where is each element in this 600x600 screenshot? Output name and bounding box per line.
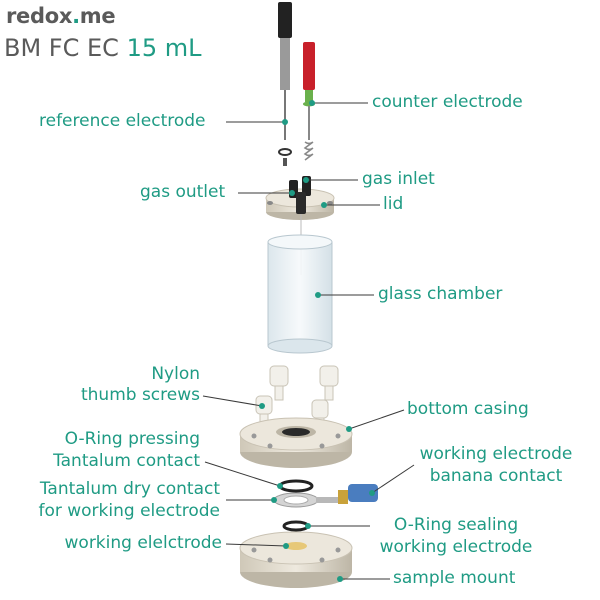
label-oring-seal-line2: working electrode xyxy=(379,537,533,557)
brand-logo: redox.me xyxy=(6,4,116,28)
leader-bottom-casing xyxy=(348,409,405,430)
page-title: BM FC EC 15 mL xyxy=(4,36,201,60)
dot-sample-mount xyxy=(337,576,343,582)
dot-gas-inlet xyxy=(303,177,309,183)
glass-chamber-part xyxy=(267,234,333,354)
label-bottom-casing: bottom casing xyxy=(407,399,529,419)
dot-reference xyxy=(282,119,288,125)
title-volume: 15 mL xyxy=(126,34,202,62)
brand-dot: . xyxy=(72,4,80,28)
label-gas-inlet: gas inlet xyxy=(362,169,435,189)
dot-lid xyxy=(321,202,327,208)
dot-banana xyxy=(369,490,375,496)
sample-mount-part xyxy=(239,520,353,588)
dot-oring-press xyxy=(277,483,283,489)
label-nylon-line1: Nylon xyxy=(151,364,200,384)
label-we-banana-line2: banana contact xyxy=(429,466,563,486)
label-oring-seal-line1: O-Ring sealing xyxy=(393,515,519,535)
label-we-banana-line1: working electrode xyxy=(419,444,573,464)
reference-electrode-part xyxy=(278,2,292,166)
label-nylon-line2: thumb screws xyxy=(80,385,200,405)
label-oring-press-line2: Tantalum contact xyxy=(53,451,200,471)
label-glass-chamber: glass chamber xyxy=(378,284,503,304)
dot-gas-outlet xyxy=(289,190,295,196)
title-main: BM FC EC xyxy=(4,34,119,62)
label-gas-outlet: gas outlet xyxy=(140,182,226,202)
label-oring-press-line1: O-Ring pressing xyxy=(64,429,200,449)
bottom-casing-part xyxy=(239,417,353,468)
label-counter-electrode: counter electrode xyxy=(372,92,523,112)
brand-suffix: me xyxy=(79,4,116,28)
dot-nylon xyxy=(259,403,265,409)
label-reference-electrode: reference electrode xyxy=(39,111,206,131)
dot-glass xyxy=(315,292,321,298)
dot-ta-dry xyxy=(271,497,277,503)
thumb-screws-part xyxy=(255,365,339,427)
brand-prefix: redox xyxy=(6,4,73,28)
label-working-electrode: working elelctrode xyxy=(64,533,222,553)
tantalum-contact-part xyxy=(273,479,378,508)
dot-counter xyxy=(309,100,315,106)
dot-bottom-casing xyxy=(346,426,352,432)
dot-oring-seal xyxy=(305,523,311,529)
leader-nylon xyxy=(202,395,263,407)
leader-lines xyxy=(202,102,415,580)
leader-dots xyxy=(259,100,375,582)
dot-working xyxy=(283,543,289,549)
label-lid: lid xyxy=(383,194,404,214)
leader-oring-press xyxy=(204,461,281,487)
leader-banana xyxy=(371,464,415,494)
label-sample-mount: sample mount xyxy=(393,568,516,588)
counter-electrode-part xyxy=(303,42,315,161)
label-ta-dry-line1: Tantalum dry contact xyxy=(39,479,220,499)
leader-working xyxy=(225,543,287,547)
label-ta-dry-line2: for working electrode xyxy=(38,501,220,521)
